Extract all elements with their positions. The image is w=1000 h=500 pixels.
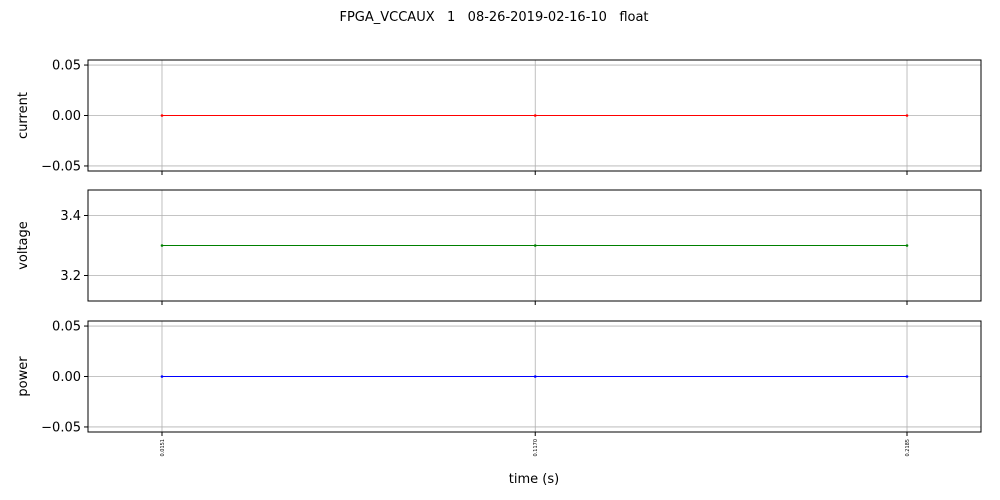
- power-data-point: [533, 375, 537, 378]
- voltage-data-point: [160, 244, 164, 247]
- power-data-point: [905, 375, 909, 378]
- voltage-axes-frame: [87, 189, 982, 302]
- current-y-axis-label: current: [16, 92, 31, 139]
- y-tick-label: 0.05: [52, 320, 81, 335]
- power-data-point: [160, 375, 164, 378]
- y-tick-label: 0.00: [52, 109, 81, 124]
- x-tick-label: 0.1170: [533, 439, 539, 457]
- current-data-point: [905, 114, 909, 117]
- subplot-power: −0.05 0.00 0.05 power 0.0151 0.1170 0.2185: [16, 320, 982, 457]
- power-y-axis-label: power: [16, 356, 31, 397]
- y-tick-label: 3.4: [60, 209, 81, 224]
- y-tick-label: −0.05: [41, 420, 81, 435]
- x-tick-label: 0.0151: [160, 439, 166, 457]
- subplot-voltage: 3.2 3.4 voltage: [16, 189, 982, 305]
- y-tick-label: 3.2: [60, 269, 81, 284]
- x-axis-label: time (s): [509, 472, 559, 487]
- voltage-data-point: [533, 244, 537, 247]
- y-tick-label: −0.05: [41, 159, 81, 174]
- voltage-y-axis-label: voltage: [16, 221, 31, 270]
- current-data-point: [160, 114, 164, 117]
- y-tick-label: 0.05: [52, 59, 81, 74]
- current-data-point: [533, 114, 537, 117]
- voltage-data-point: [905, 244, 909, 247]
- y-tick-label: 0.00: [52, 370, 81, 385]
- figure-title: FPGA_VCCAUX 1 08-26-2019-02-16-10 float: [339, 10, 648, 25]
- subplot-current: −0.05 0.00 0.05 current: [16, 59, 982, 175]
- x-tick-label: 0.2185: [905, 439, 911, 457]
